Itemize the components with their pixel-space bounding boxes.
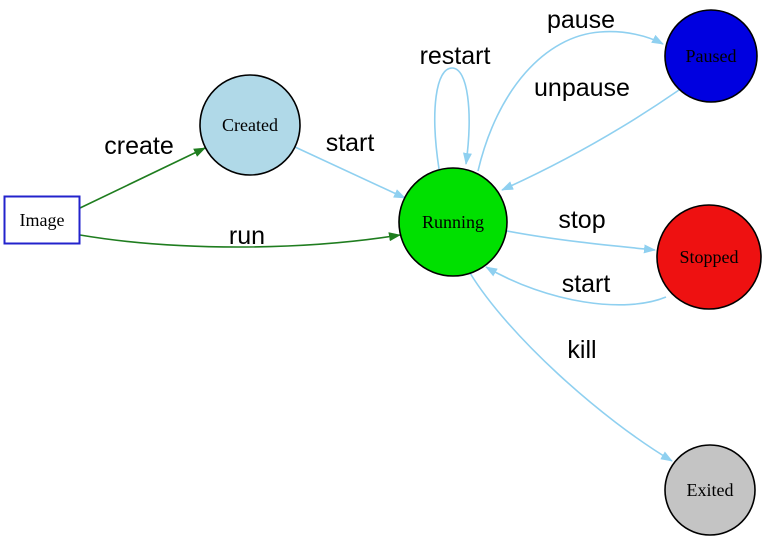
- edge-restart: restart: [420, 42, 491, 170]
- node-stopped: Stopped: [656, 204, 762, 310]
- edge-start-2: start: [485, 266, 667, 306]
- node-image: Image: [3, 195, 81, 245]
- node-created: Created: [199, 74, 301, 176]
- edge-stop: stop: [506, 206, 656, 254]
- edge-line-unpause: [501, 89, 680, 191]
- edge-line-restart: [434, 67, 472, 170]
- edge-label-stop: stop: [558, 206, 605, 234]
- node-label-stopped: Stopped: [679, 247, 738, 267]
- node-running: Running: [398, 167, 508, 277]
- edge-label-run: run: [229, 222, 265, 250]
- edge-label-create: create: [104, 132, 173, 160]
- node-label-running: Running: [422, 212, 484, 232]
- edge-line-start-2: [485, 266, 667, 306]
- node-shape-exited: [664, 444, 756, 536]
- edge-label-restart: restart: [420, 42, 491, 70]
- node-label-exited: Exited: [687, 480, 734, 500]
- node-paused: Paused: [664, 9, 758, 103]
- node-shape-paused: [664, 9, 758, 103]
- edge-line-start-1: [294, 146, 406, 199]
- edge-label-start-2: start: [562, 270, 611, 298]
- edge-kill: kill: [469, 272, 673, 462]
- edge-run: run: [79, 222, 401, 250]
- node-shape-stopped: [656, 204, 762, 310]
- edge-line-run: [79, 232, 401, 248]
- edge-label-pause: pause: [547, 6, 615, 34]
- edge-unpause: unpause: [501, 74, 680, 191]
- node-shape-running: [398, 167, 508, 277]
- edge-label-start-1: start: [326, 129, 375, 157]
- node-label-image: Image: [20, 210, 65, 230]
- node-shape-created: [199, 74, 301, 176]
- edge-create: create: [79, 132, 206, 209]
- node-exited: Exited: [664, 444, 756, 536]
- edge-line-create: [79, 147, 206, 209]
- edge-start-1: start: [294, 129, 406, 199]
- edge-label-kill: kill: [567, 336, 596, 364]
- edge-line-pause: [477, 30, 664, 172]
- node-label-paused: Paused: [686, 46, 737, 66]
- edge-label-unpause: unpause: [534, 74, 630, 102]
- edge-pause: pause: [477, 6, 664, 172]
- edge-line-kill: [469, 272, 673, 462]
- node-label-created: Created: [222, 115, 278, 135]
- node-shape-image: [3, 195, 81, 245]
- edge-line-stop: [506, 230, 656, 254]
